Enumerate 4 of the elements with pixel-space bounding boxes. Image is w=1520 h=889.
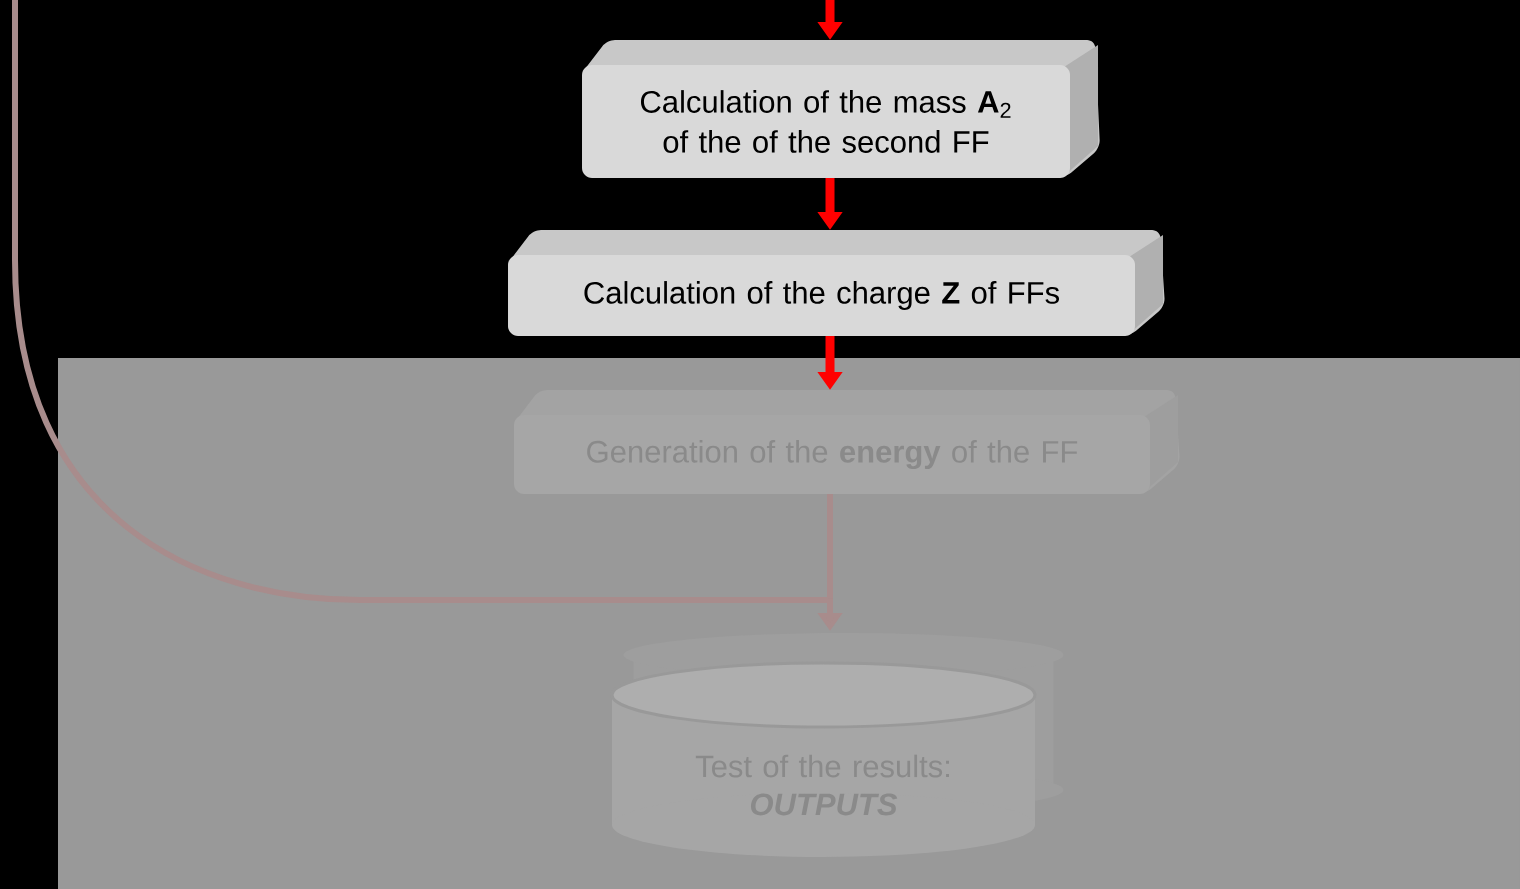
connector-line [827, 494, 833, 600]
process-box: Calculation of the mass A$_{2}$ of the of the second FF [582, 40, 1100, 178]
connector-line [12, 0, 830, 603]
process-box: Calculation of the charge Z of FFs [508, 230, 1165, 336]
